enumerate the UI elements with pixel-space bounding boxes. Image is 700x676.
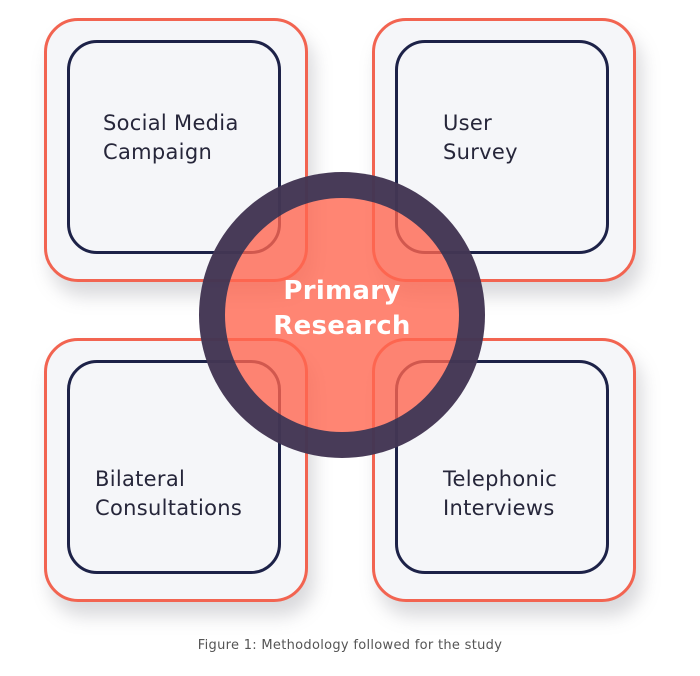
label-bilateral-consultations: Bilateral Consultations <box>95 467 243 520</box>
box-user-survey-inner <box>395 40 609 254</box>
box-telephonic-interviews-inner <box>395 360 609 574</box>
box-social-media-campaign-inner <box>67 40 281 254</box>
label-social-media-campaign: Social Media Campaign <box>103 111 239 164</box>
label-telephonic-interviews: Telephonic Interviews <box>443 467 558 520</box>
label-user-survey: User Survey <box>443 111 518 164</box>
center-label-primary-research: Primary Research <box>273 276 411 341</box>
figure-caption: Figure 1: Methodology followed for the s… <box>197 638 503 653</box>
box-bilateral-consultations-inner <box>67 360 281 574</box>
